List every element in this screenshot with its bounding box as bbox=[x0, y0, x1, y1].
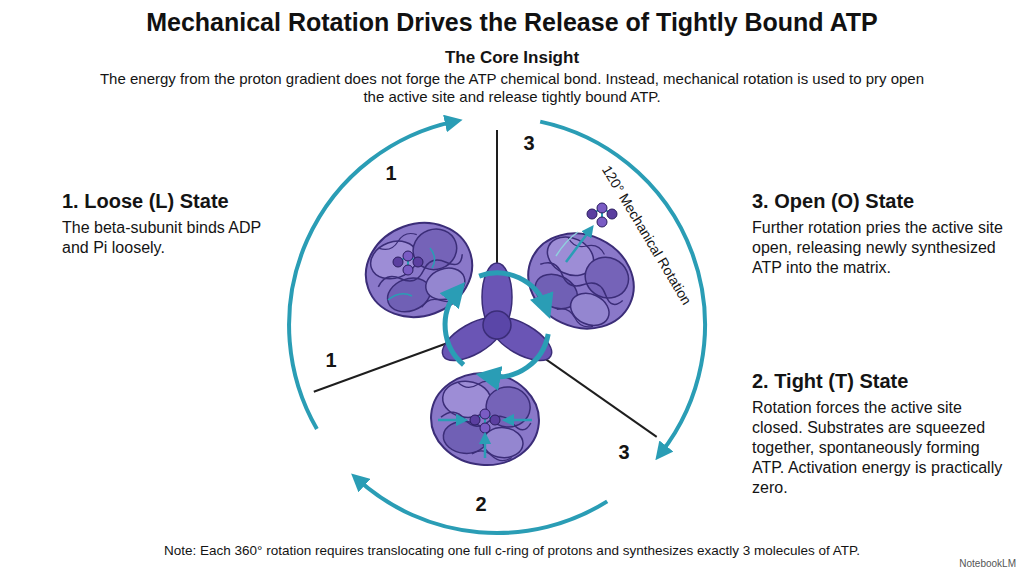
state-description: Rotation forces the active site closed. … bbox=[752, 398, 1010, 498]
section-heading: The Core Insight bbox=[212, 48, 812, 68]
state-description: The beta-subunit binds ADP and Pi loosel… bbox=[62, 218, 287, 258]
state-heading: 1. Loose (L) State bbox=[62, 190, 302, 213]
diagram-title: Mechanical Rotation Drives the Release o… bbox=[0, 8, 1024, 37]
state-description: Further rotation pries the active site o… bbox=[752, 218, 1010, 278]
callout-number: 2 bbox=[475, 493, 486, 516]
caption-note: Note: Each 360° rotation requires transl… bbox=[0, 543, 1024, 558]
callout-number: 1 bbox=[325, 349, 336, 372]
callout-number: 1 bbox=[385, 162, 396, 185]
state-heading: 2. Tight (T) State bbox=[752, 370, 1014, 393]
watermark: NotebookLM bbox=[959, 558, 1016, 569]
insight-text: The energy from the proton gradient does… bbox=[92, 70, 932, 106]
callout-number: 3 bbox=[523, 132, 534, 155]
callout-number: 3 bbox=[618, 441, 629, 464]
state-heading: 3. Open (O) State bbox=[752, 190, 1014, 213]
